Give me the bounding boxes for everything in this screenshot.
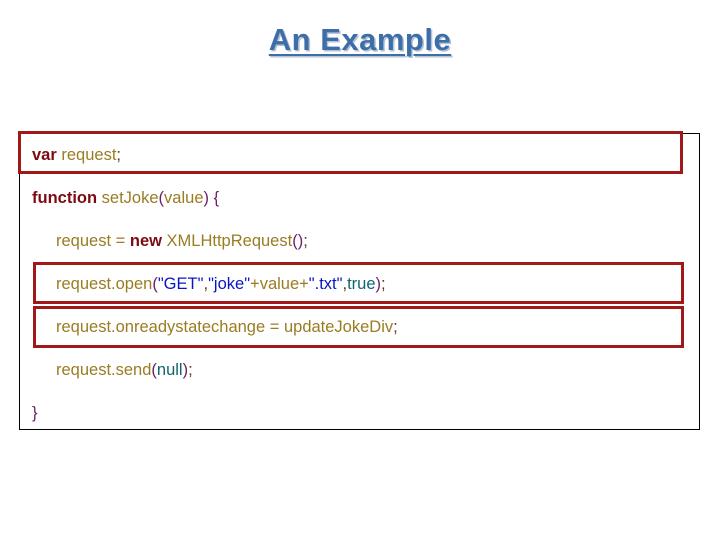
code-token: value — [164, 189, 204, 207]
code-token: ; — [188, 361, 193, 379]
code-token: "GET" — [157, 275, 204, 293]
code-token: function — [32, 189, 98, 207]
code-token: } — [32, 404, 38, 422]
code-token: ".txt" — [308, 275, 343, 293]
code-token: ) — [375, 275, 382, 293]
code-line-list: var request;function setJoke(value) {req… — [20, 134, 701, 435]
code-line: request.onreadystatechange = updateJokeD… — [20, 306, 701, 349]
code-token: null — [156, 361, 183, 379]
code-token: ( — [152, 275, 158, 293]
code-line: request = new XMLHttpRequest(); — [20, 220, 701, 263]
code-token: ; — [303, 232, 308, 250]
code-token: ( — [158, 189, 165, 207]
code-token: { — [213, 189, 220, 207]
code-line: function setJoke(value) { — [20, 177, 701, 220]
code-token: request.open — [56, 275, 153, 293]
page-title-container: An Example — [0, 22, 720, 58]
code-token: ( — [292, 232, 298, 250]
code-token: XMLHttpRequest — [166, 232, 293, 250]
code-line: request.send(null); — [20, 349, 701, 392]
code-token: = — [265, 318, 284, 336]
code-token: ; — [116, 146, 122, 164]
code-token: ) — [203, 189, 210, 207]
code-token: request — [61, 146, 117, 164]
code-token: var — [32, 146, 57, 164]
code-token: request — [56, 232, 116, 250]
code-token: ) — [297, 232, 304, 250]
code-token: , — [203, 275, 209, 293]
code-token: "joke" — [208, 275, 251, 293]
code-token: new — [129, 232, 162, 250]
code-line: request.open("GET","joke"+value+".txt",t… — [20, 263, 701, 306]
code-token: ) — [182, 361, 189, 379]
code-token: setJoke — [101, 189, 159, 207]
code-token: ( — [151, 361, 157, 379]
code-line: var request; — [20, 134, 701, 177]
code-token: request.send — [56, 361, 152, 379]
page-title: An Example — [268, 22, 452, 57]
code-token: updateJokeDiv — [283, 318, 394, 336]
code-token: ; — [393, 318, 398, 336]
code-token: request.onreadystatechange — [56, 318, 266, 336]
code-token: true — [347, 275, 376, 293]
code-token: , — [342, 275, 348, 293]
code-token: ; — [381, 275, 386, 293]
code-block-frame: var request;function setJoke(value) {req… — [19, 133, 700, 430]
code-token: + — [250, 275, 260, 293]
code-line: } — [20, 392, 701, 435]
code-token: value — [259, 275, 300, 293]
code-token: = — [115, 232, 130, 250]
code-token: + — [299, 275, 309, 293]
